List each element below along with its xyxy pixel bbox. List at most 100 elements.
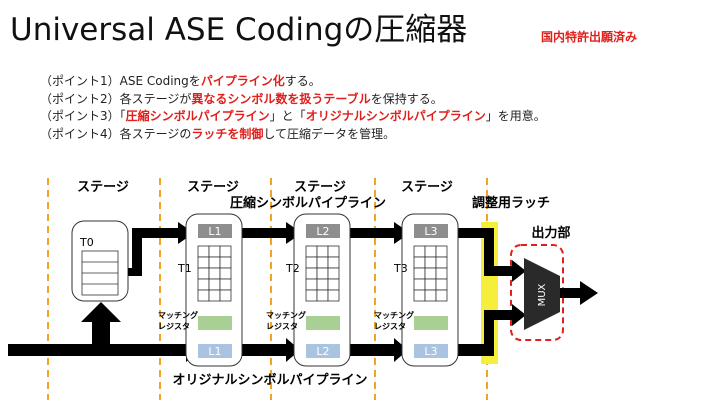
lower-latch-label: L3 [424, 345, 437, 358]
point-2: （ポイント2）各ステージが異なるシンボル数を扱うテーブルを保持する。 [40, 91, 546, 109]
path [454, 228, 490, 238]
arrow-head [512, 304, 526, 326]
point-highlight: 圧縮シンボルパイプライン [125, 109, 270, 123]
path [132, 228, 180, 238]
table-cell [197, 245, 210, 258]
register-label: マッチング [266, 310, 306, 320]
table-cell [413, 245, 426, 258]
up-arrow-head [81, 302, 121, 322]
table-cell [435, 245, 448, 258]
upper-latch [306, 224, 340, 238]
table-cell [197, 278, 210, 291]
path [484, 266, 514, 276]
matching-register [198, 316, 232, 330]
arrow-head [286, 338, 300, 362]
register-label: レジスタ [374, 321, 406, 331]
point-highlight: ラッチを制御 [191, 126, 264, 141]
stage-label: ステージ [77, 180, 129, 195]
table-label: T2 [285, 262, 300, 275]
table-label: T1 [177, 262, 192, 275]
point-4: （ポイント4）各ステージのラッチを制御して圧縮データを管理。 [40, 126, 546, 144]
table-cell [327, 267, 340, 280]
table-cell [435, 289, 448, 302]
table-cell [327, 289, 340, 302]
up-arrow-shaft [92, 320, 110, 346]
point-text: して圧縮データを管理。 [263, 126, 396, 141]
points-list: （ポイント1）ASE Codingをパイプライン化する。 （ポイント2）各ステー… [40, 73, 546, 143]
register-label: マッチング [374, 310, 414, 320]
table-cell [208, 267, 221, 280]
path [484, 228, 494, 274]
point-label: （ポイント4） [40, 126, 120, 141]
upper-latch-label: L3 [424, 225, 437, 238]
register-label: レジスタ [266, 321, 298, 331]
table-label: T0 [79, 236, 94, 249]
register-label: レジスタ [158, 321, 190, 331]
path [484, 310, 514, 320]
table-label: T3 [393, 262, 408, 275]
point-text: 各ステージが [119, 91, 192, 106]
arrow-head [512, 260, 526, 282]
table-cell [219, 278, 232, 291]
register-label: マッチング [158, 310, 198, 320]
table-cell [424, 256, 437, 269]
table-cell [435, 267, 448, 280]
point-text: ASE Codingを [119, 74, 201, 88]
upper-latch [198, 224, 232, 238]
pipeline-stages: L1T1マッチングレジスタL1L2T2マッチングレジスタL2L3T3マッチングレ… [158, 213, 459, 367]
point-text: 」を用意。 [485, 109, 546, 123]
table-cell [316, 278, 329, 291]
lower-latch [198, 344, 232, 358]
path [132, 232, 142, 276]
table-cell [413, 267, 426, 280]
matching-register [306, 316, 340, 330]
table-cell [208, 245, 221, 258]
table-cell [424, 245, 437, 258]
point-text: 」と「 [269, 109, 306, 123]
point-text: 各ステージの [119, 126, 192, 141]
table-cell [219, 289, 232, 302]
table-cell [305, 278, 318, 291]
table-cell [305, 245, 318, 258]
point-text: する。 [284, 74, 321, 88]
lower-bus [8, 344, 188, 356]
point-label: （ポイント2） [40, 91, 120, 106]
table-cell [219, 245, 232, 258]
point-3: （ポイント3）「圧縮シンボルパイプライン」と「オリジナルシンボルパイプライン」を… [40, 108, 546, 126]
lower-bus [454, 344, 490, 356]
upper-latch-label: L1 [208, 225, 221, 238]
table-cell [435, 256, 448, 269]
upper-latch-label: L2 [316, 225, 329, 238]
table-cell [316, 289, 329, 302]
stage-label: ステージ [401, 180, 453, 195]
lower-latch-label: L2 [316, 345, 329, 358]
point-highlight: パイプライン化 [200, 74, 285, 88]
table-t0: T0 [71, 220, 129, 302]
compressed-pipeline-label: 圧縮シンボルパイプライン [230, 195, 386, 211]
stage-label: ステージ [294, 180, 346, 195]
matching-register [414, 316, 448, 330]
table-cell [424, 289, 437, 302]
patent-note: 国内特許出願済み [541, 30, 638, 44]
table-cell [305, 256, 318, 269]
lower-bus [238, 344, 288, 356]
path [238, 228, 288, 238]
lower-latch [414, 344, 448, 358]
table-cell [435, 278, 448, 291]
table-cell [197, 256, 210, 269]
original-pipeline-label: オリジナルシンボルパイプライン [172, 372, 367, 388]
table-cell [424, 267, 437, 280]
point-label: （ポイント1） [40, 74, 120, 88]
table-cell [413, 278, 426, 291]
output-label: 出力部 [531, 225, 570, 241]
point-label: （ポイント3） [40, 109, 120, 123]
arrow-head [580, 281, 598, 305]
table-cell [413, 289, 426, 302]
lower-latch-label: L1 [208, 345, 221, 358]
path [346, 228, 396, 238]
path [484, 310, 494, 356]
table-cell [316, 256, 329, 269]
table-cell [208, 289, 221, 302]
path [560, 288, 582, 298]
